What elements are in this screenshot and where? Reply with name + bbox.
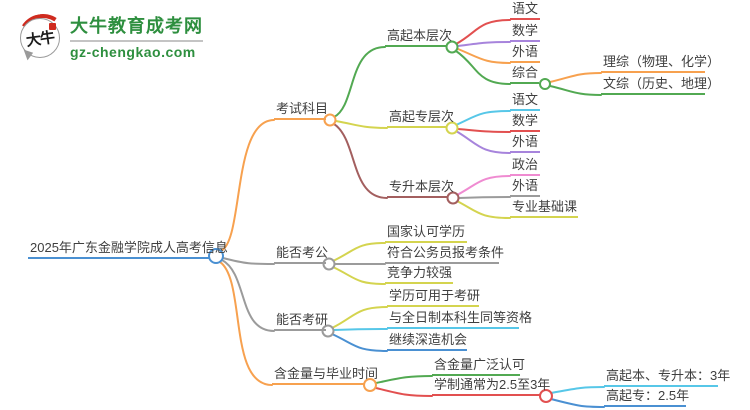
branch-postgraduate-eligibility[interactable]: 能否考研 — [274, 312, 328, 331]
expand-handle-civil-service[interactable] — [322, 257, 336, 271]
expand-handle-zhuanshengben[interactable] — [446, 191, 460, 205]
node-subject-chinese[interactable]: 语文 — [510, 92, 540, 111]
edges-civil-service — [332, 242, 386, 285]
node-subject-major-basics[interactable]: 专业基础课 — [510, 199, 578, 218]
node-meets-civil-service-requirements[interactable]: 符合公务员报考条件 — [385, 245, 504, 264]
edge — [549, 72, 602, 83]
node-subject-foreign-language[interactable]: 外语 — [510, 178, 540, 197]
branch-value-and-duration[interactable]: 含金量与毕业时间 — [272, 366, 378, 385]
edges-gaoqiben — [455, 19, 602, 96]
node-duration-2-5-years[interactable]: 高起专：2.5年 — [604, 388, 689, 407]
edge — [333, 46, 386, 118]
edges-gaoqizhuan — [455, 110, 511, 154]
node-subject-foreign-language[interactable]: 外语 — [510, 44, 540, 63]
branch-exam-subjects[interactable]: 考试科目 — [274, 101, 328, 120]
expand-handle-gaoqiben[interactable] — [445, 40, 459, 54]
node-duration-3-years[interactable]: 高起本、专升本：3年 — [604, 368, 730, 387]
edge — [220, 119, 275, 252]
edge — [333, 123, 388, 199]
expand-handle-postgraduate[interactable] — [321, 324, 335, 338]
expand-handle-comprehensive[interactable] — [539, 78, 551, 90]
edge — [457, 41, 511, 47]
node-study-duration[interactable]: 学制通常为2.5至3年 — [432, 377, 550, 396]
node-subject-politics[interactable]: 政治 — [510, 157, 540, 176]
edge — [456, 200, 511, 219]
node-strong-competitiveness[interactable]: 竞争力较强 — [385, 265, 453, 284]
edge — [458, 196, 511, 199]
edge — [550, 398, 605, 408]
logo-red-seal — [49, 23, 56, 30]
edge — [455, 19, 511, 45]
edges-value-duration — [375, 375, 605, 408]
logo-text: 大牛教育成考网 gz-chengkao.com — [70, 12, 203, 60]
node-liberal-arts-comprehensive[interactable]: 文综（历史、地理） — [601, 76, 720, 95]
edge — [331, 306, 388, 329]
edge — [455, 50, 511, 85]
edge — [222, 257, 275, 265]
node-science-comprehensive[interactable]: 理综（物理、化学） — [601, 54, 720, 73]
edge — [375, 375, 433, 384]
edge — [550, 386, 605, 394]
edge — [375, 387, 433, 397]
node-further-study-opportunity[interactable]: 继续深造机会 — [387, 332, 467, 351]
node-widely-recognized-value[interactable]: 含金量广泛认可 — [432, 357, 525, 376]
edge — [219, 261, 273, 386]
node-zhuanshengben-level[interactable]: 专升本层次 — [387, 179, 454, 198]
edge — [332, 242, 386, 262]
edge — [221, 259, 275, 332]
edge — [331, 333, 388, 352]
node-equal-qualification-fulltime[interactable]: 与全日制本科生同等资格 — [387, 310, 532, 329]
edges-zhuanshengben — [456, 175, 511, 219]
edges-root — [219, 119, 275, 386]
node-subject-math[interactable]: 数学 — [510, 23, 540, 42]
expand-handle-gaoqizhuan[interactable] — [445, 121, 459, 135]
edge — [549, 85, 602, 96]
branch-civil-service-eligibility[interactable]: 能否考公 — [274, 245, 328, 264]
edge — [455, 130, 511, 154]
expand-handle-exam-subjects[interactable] — [323, 113, 337, 127]
root-topic[interactable]: 2025年广东金融学院成人高考信息 — [28, 240, 228, 259]
edge — [457, 128, 511, 133]
edge — [455, 110, 511, 126]
node-gaoqizhuan-level[interactable]: 高起专层次 — [387, 109, 454, 128]
node-state-recognized-degree[interactable]: 国家认可学历 — [385, 224, 467, 243]
edge — [457, 48, 511, 64]
logo-mark-icon: 大牛 — [13, 9, 73, 69]
logo-domain: gz-chengkao.com — [70, 44, 196, 60]
node-degree-valid-for-postgraduate[interactable]: 学历可用于考研 — [387, 288, 480, 307]
site-logo: 大牛 大牛教育成考网 gz-chengkao.com — [13, 9, 203, 69]
expand-handle-value-duration[interactable] — [363, 378, 377, 392]
edges-exam-subjects — [333, 46, 388, 199]
expand-handles — [208, 40, 553, 403]
expand-handle-root[interactable] — [208, 248, 224, 264]
node-subject-chinese[interactable]: 语文 — [510, 1, 540, 20]
edge — [332, 266, 386, 285]
edges-postgraduate — [331, 306, 388, 352]
node-subject-foreign-language[interactable]: 外语 — [510, 134, 540, 153]
edge — [335, 120, 388, 129]
node-subject-math[interactable]: 数学 — [510, 113, 540, 132]
edge — [333, 328, 388, 331]
edge — [456, 175, 511, 196]
logo-brand-name: 大牛教育成考网 — [70, 12, 203, 42]
node-subject-comprehensive[interactable]: 综合 — [510, 65, 539, 84]
expand-handle-study-duration[interactable] — [539, 389, 553, 403]
node-gaoqiben-level[interactable]: 高起本层次 — [385, 28, 452, 47]
